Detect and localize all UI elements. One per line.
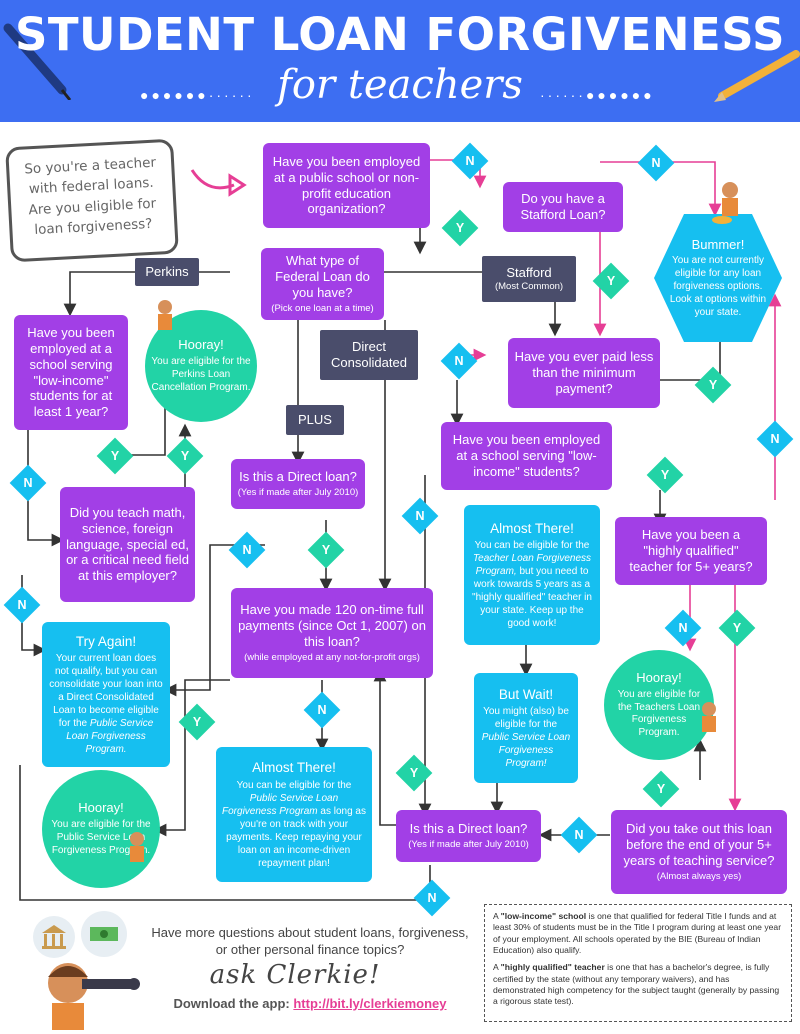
footer-question: Have more questions about student loans,… — [151, 925, 469, 957]
bummer-body: You are not currently eligible for any l… — [669, 254, 767, 318]
bummer-heading: Bummer! — [691, 237, 745, 253]
money-icon — [81, 911, 127, 957]
page-subtitle: for teachers — [277, 62, 523, 108]
answer-yes-marker: Y — [646, 456, 684, 494]
loan-type-direct-consolidated: Direct Consolidated — [320, 330, 418, 380]
loan-type-plus: PLUS — [286, 405, 344, 435]
character-icon — [712, 182, 738, 224]
answer-no-marker: N — [3, 586, 41, 624]
question-low-income-1yr-text: Have you been employed at a school servi… — [27, 324, 115, 420]
answer-no-marker: N — [440, 342, 478, 380]
answer-yes-marker: Y — [592, 262, 630, 300]
loan-type-stafford: Stafford(Most Common) — [482, 256, 576, 302]
note-low-income: A "low-income" school is one that qualif… — [493, 911, 782, 956]
answer-yes-marker: Y — [307, 531, 345, 569]
question-paid-less-text: Have you ever paid less than the minimum… — [514, 349, 654, 396]
answer-no-marker: N — [228, 531, 266, 569]
question-loan-type: What type of Federal Loan do you have? (… — [261, 248, 384, 320]
question-employed-public-school: Have you been employed at a public schoo… — [263, 143, 430, 228]
answer-yes-marker: Y — [178, 703, 216, 741]
pencil-icon — [714, 50, 800, 102]
answer-yes-marker: Y — [642, 770, 680, 808]
question-low-income-one-year: Have you been employed at a school servi… — [14, 315, 128, 430]
question-before-end-service: Did you take out this loan before the en… — [611, 810, 787, 894]
download-link[interactable]: http://bit.ly/clerkiemoney — [293, 996, 447, 1011]
bank-icon — [33, 916, 75, 958]
pen-icon — [3, 23, 72, 100]
question-teach-fields: Did you teach math, science, foreign lan… — [60, 487, 195, 602]
answer-yes-marker: Y — [718, 609, 756, 647]
answer-yes-marker: Y — [395, 754, 433, 792]
download-line: Download the app: http://bit.ly/clerkiem… — [173, 996, 447, 1011]
question-paid-less-minimum: Have you ever paid less than the minimum… — [508, 338, 660, 408]
answer-no-marker: N — [637, 144, 675, 182]
answer-no-marker: N — [401, 497, 439, 535]
question-direct-loan-plus: Is this a Direct loan?(Yes if made after… — [231, 459, 365, 509]
question-loan-type-text: What type of Federal Loan do you have? — [275, 253, 370, 301]
question-teach-fields-text: Did you teach math, science, foreign lan… — [66, 504, 189, 584]
question-120-payments: Have you made 120 on-time full payments … — [231, 588, 433, 678]
intro-text: So you're a teacher with federal loans. … — [23, 154, 157, 238]
curved-arrow-icon — [190, 169, 247, 197]
answer-yes-marker: Y — [166, 437, 204, 475]
but-wait-result: But Wait! You might (also) be eligible f… — [474, 673, 578, 783]
loan-type-perkins: Perkins — [135, 258, 199, 286]
answer-no-marker: N — [756, 420, 794, 458]
answer-yes-marker: Y — [441, 209, 479, 247]
bummer-result: Bummer! You are not currently eligible f… — [668, 228, 768, 328]
question-employed-text: Have you been employed at a public schoo… — [272, 153, 421, 217]
hooray-pslf-result: Hooray! You are eligible for the Public … — [42, 770, 160, 888]
answer-no-marker: N — [560, 816, 598, 854]
definitions-notes: A "low-income" school is one that qualif… — [484, 904, 792, 1022]
question-low-income-text: Have you been employed at a school servi… — [452, 432, 601, 479]
answer-no-marker: N — [413, 879, 451, 917]
answer-no-marker: N — [664, 609, 702, 647]
question-loan-type-sub: (Pick one loan at a time) — [271, 303, 374, 314]
dots-right-decoration: ······●●●●●● — [540, 87, 655, 103]
answer-yes-marker: Y — [96, 437, 134, 475]
try-again-result: Try Again! Your current loan does not qu… — [42, 622, 170, 767]
question-highly-qualified: Have you been a "highly qualified" teach… — [615, 517, 767, 585]
ask-clerkie: ask Clerkie! — [209, 960, 381, 990]
intro-speech-bubble: So you're a teacher with federal loans. … — [5, 138, 179, 263]
bummer-hexagon-shape — [654, 214, 782, 342]
character-icon — [130, 832, 144, 862]
character-icon — [48, 963, 140, 1030]
answer-no-marker: N — [9, 464, 47, 502]
dots-left-decoration: ●●●●●●······ — [140, 87, 255, 103]
hooray-teachers-result: Hooray! You are eligible for the Teacher… — [604, 650, 714, 760]
almost-there-teacher-loan: Almost There! You can be eligible for th… — [464, 505, 600, 645]
page-title: STUDENT LOAN FORGIVENESS — [14, 8, 786, 61]
question-low-income-school: Have you been employed at a school servi… — [441, 422, 612, 490]
header-banner: STUDENT LOAN FORGIVENESS ●●●●●●······ fo… — [0, 0, 800, 122]
answer-no-marker: N — [303, 691, 341, 729]
question-stafford-loan: Do you have a Stafford Loan? — [503, 182, 623, 232]
almost-there-public-service: Almost There! You can be eligible for th… — [216, 747, 372, 882]
question-stafford-text: Do you have a Stafford Loan? — [520, 191, 606, 222]
answer-no-marker: N — [451, 142, 489, 180]
character-icon — [158, 300, 172, 330]
note-highly-qualified: A "highly qualified" teacher is one that… — [493, 962, 780, 1007]
answer-yes-marker: Y — [694, 366, 732, 404]
question-highly-qualified-text: Have you been a "highly qualified" teach… — [629, 527, 753, 574]
question-direct-loan-2: Is this a Direct loan?(Yes if made after… — [396, 810, 541, 862]
character-icon — [702, 702, 716, 732]
